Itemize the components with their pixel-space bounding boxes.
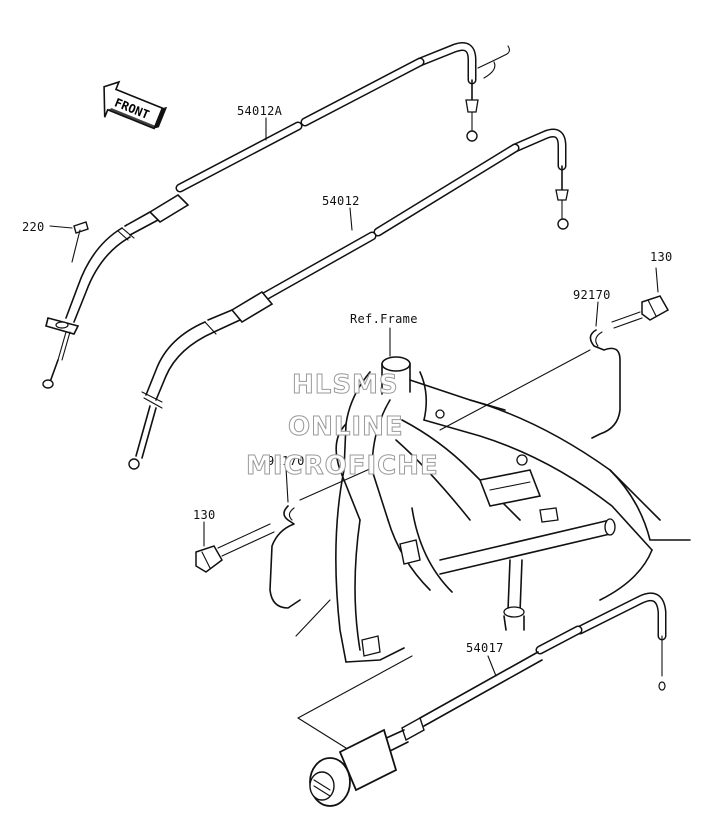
label-92170-top: 92170 (573, 288, 611, 302)
label-92170-mid: 92170 (267, 454, 305, 468)
label-130-top: 130 (650, 250, 673, 264)
label-ref-frame: Ref.Frame (350, 312, 418, 326)
bolt-130-top-icon (611, 295, 670, 329)
cable-54017 (309, 592, 667, 807)
label-54017: 54017 (466, 641, 504, 655)
leader-54017-area (297, 655, 413, 719)
watermark-line-1: HLSMS (292, 370, 399, 401)
leader-92170-mid (285, 467, 289, 503)
leader-mid-down (295, 599, 331, 637)
leader-54012 (349, 207, 353, 231)
front-arrow-icon: FRONT (103, 80, 168, 130)
cable-54012A (42, 42, 510, 389)
leader-mid-to-frame (299, 467, 373, 501)
leader-54017-area-b (297, 717, 347, 749)
label-220: 220 (22, 220, 45, 234)
leader-92170-top (595, 301, 599, 327)
bolt-130-mid-icon (195, 523, 275, 573)
clamp-92170-mid (269, 505, 301, 609)
cable-54012 (128, 128, 569, 470)
label-54012: 54012 (322, 194, 360, 208)
label-130-mid: 130 (193, 508, 216, 522)
leader-54017 (487, 655, 497, 677)
label-54012A: 54012A (237, 104, 283, 118)
watermark-line-2: ONLINE (288, 412, 404, 443)
leader-220 (49, 225, 73, 229)
clamp-92170-top (589, 329, 621, 439)
watermark-line-3: MICROFICHE (246, 451, 439, 482)
frame-drawing (335, 356, 691, 663)
leader-cable-to-frame (439, 349, 591, 431)
leader-130-top (655, 267, 659, 293)
